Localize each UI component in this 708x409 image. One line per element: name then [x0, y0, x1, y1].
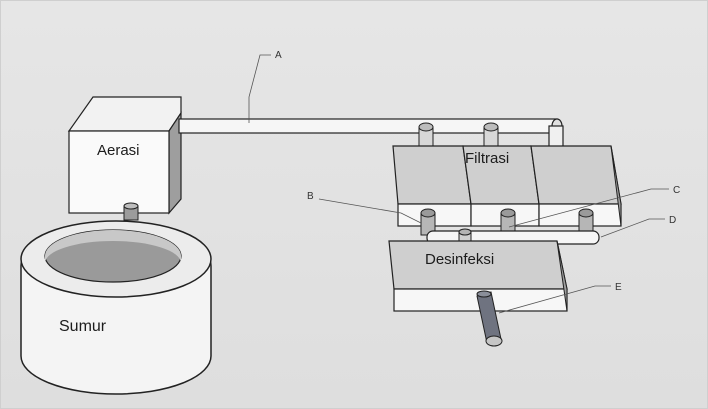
callout-c-label: C	[673, 185, 680, 196]
well-tank: Sumur	[20, 220, 212, 395]
callout-b: B	[307, 191, 422, 224]
callout-e: E	[498, 282, 622, 314]
well-label: Sumur	[59, 318, 107, 335]
callout-c: C	[508, 185, 680, 228]
aeration-front-face	[68, 130, 170, 214]
callout-d-label: D	[669, 215, 676, 226]
callout-e-label: E	[615, 282, 622, 293]
disinfection-label: Desinfeksi	[425, 251, 494, 268]
filtration-unit: Filtrasi	[392, 145, 622, 227]
aeration-unit: Aerasi	[67, 96, 182, 215]
callout-a: A	[248, 50, 282, 123]
aeration-to-filtration-pipe	[178, 118, 564, 149]
aeration-top-face	[67, 96, 182, 132]
filter-inlet-stubs	[418, 122, 499, 150]
callout-b-label: B	[307, 191, 314, 202]
filtration-label: Filtrasi	[465, 150, 509, 167]
well-inner-wall	[45, 230, 181, 263]
aeration-label: Aerasi	[97, 142, 140, 159]
outlet-pipe	[476, 290, 503, 347]
callout-a-label: A	[275, 50, 282, 61]
well-to-aeration-pipe	[123, 202, 139, 221]
callout-d: D	[600, 215, 676, 238]
